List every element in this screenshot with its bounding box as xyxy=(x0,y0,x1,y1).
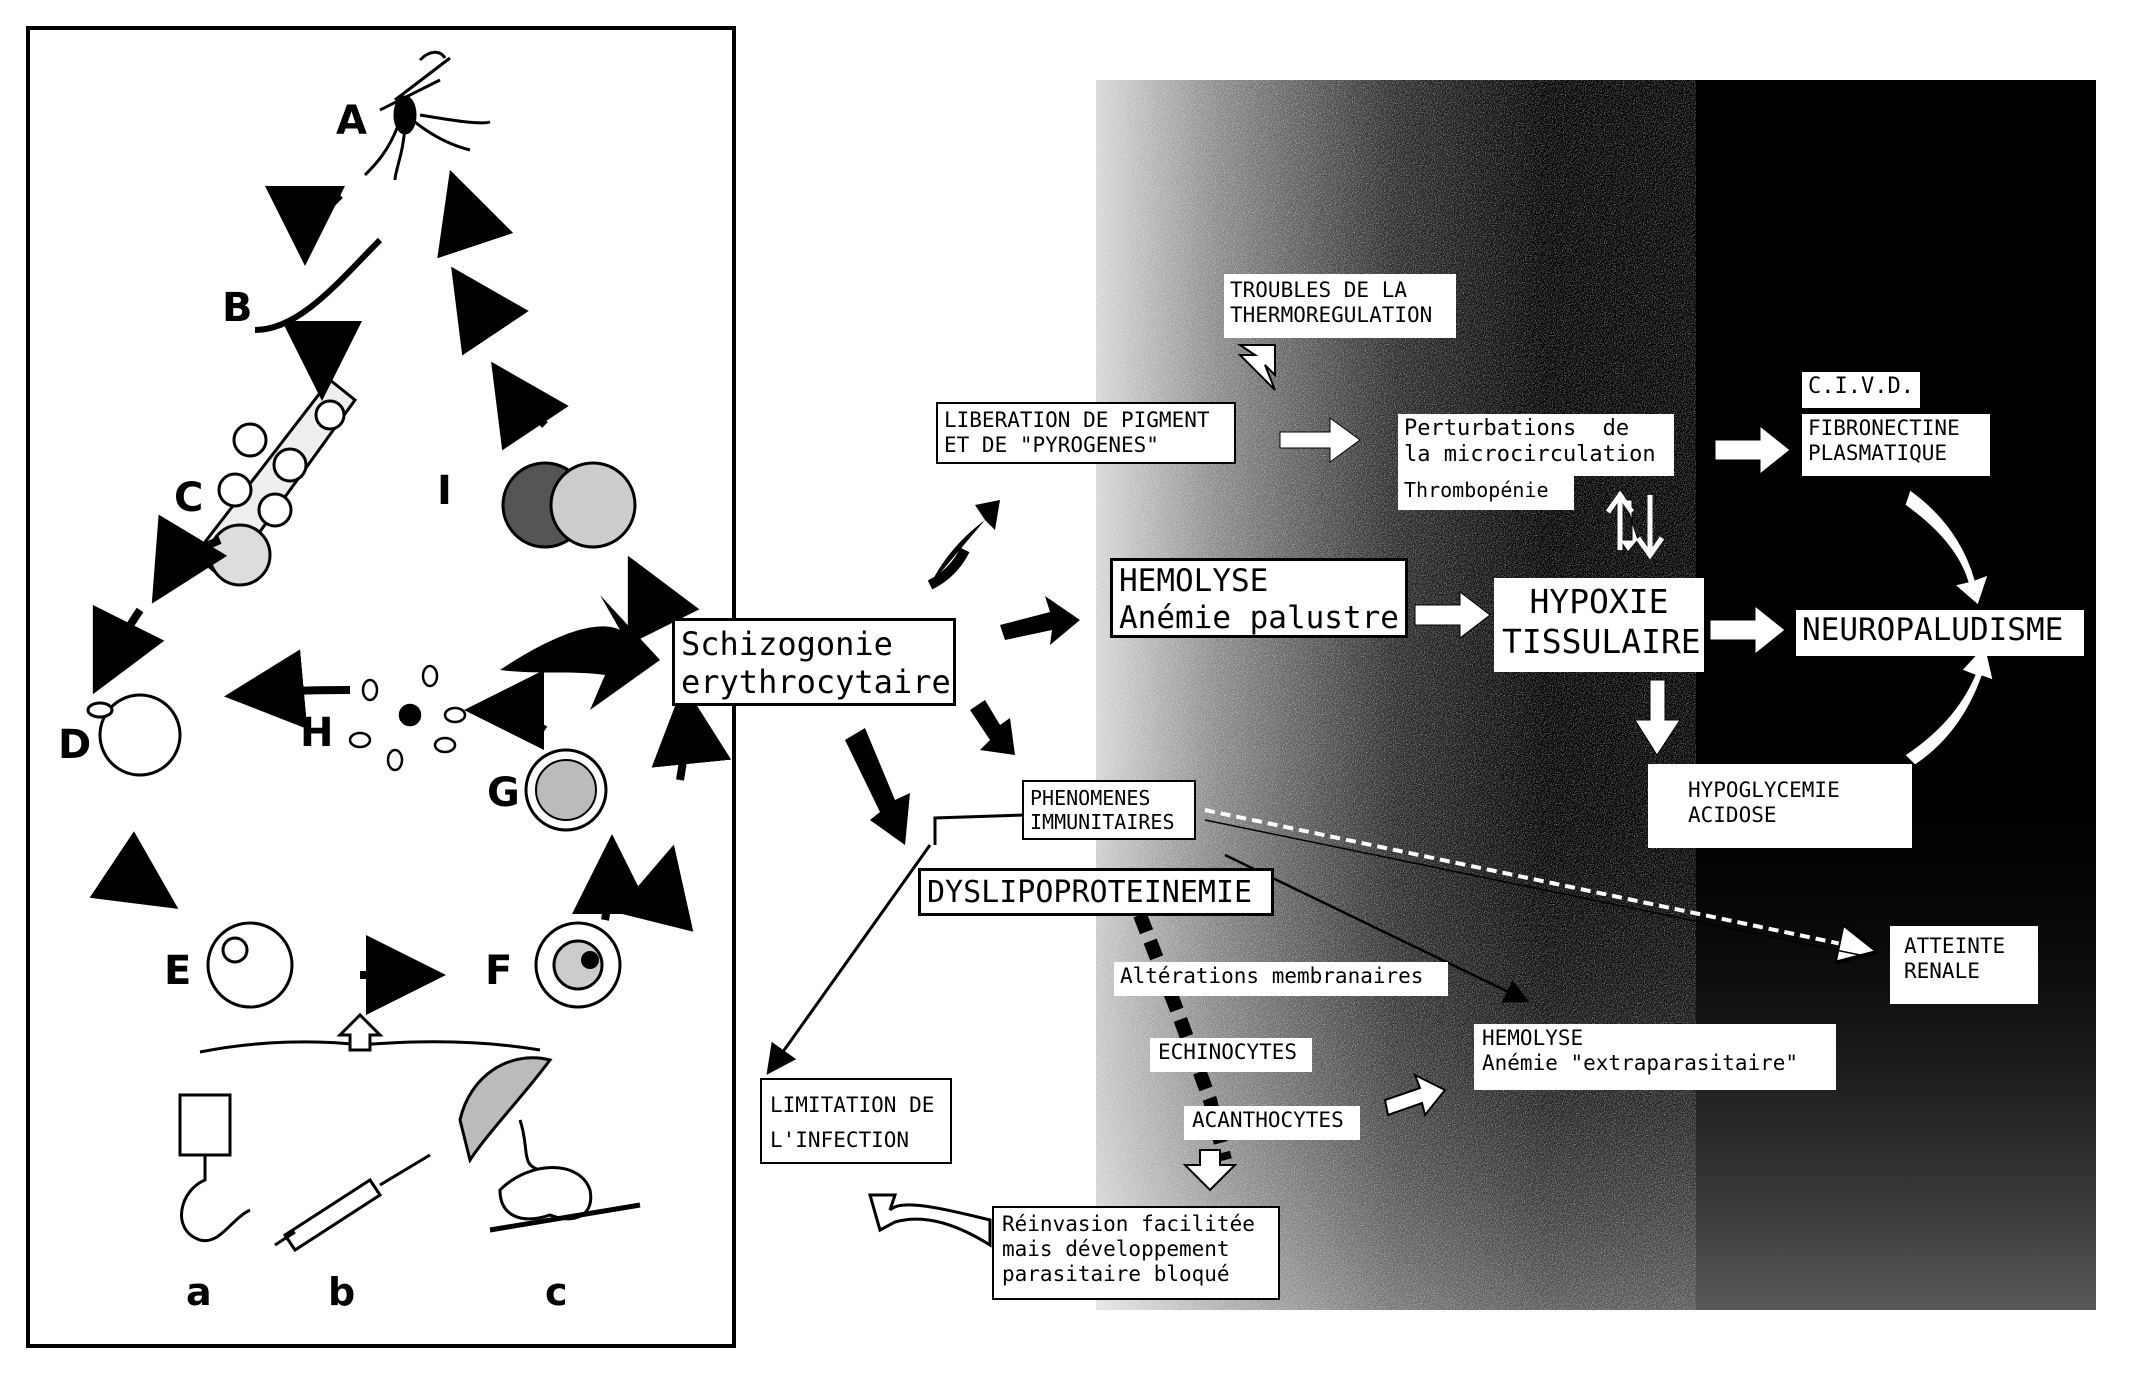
route-letter-b: b xyxy=(328,1270,356,1314)
atteinte-line xyxy=(1204,808,1870,950)
stage-letter-d: D xyxy=(58,722,92,768)
schizogonie-box: Schizogonie erythrocytaire xyxy=(672,618,956,706)
hemolyse-extraparasitaire-box: HEMOLYSE Anémie "extraparasitaire" xyxy=(1474,1024,1836,1090)
perturbations-box: Perturbations de la microcirculation xyxy=(1398,414,1674,476)
mosquito-icon xyxy=(363,50,491,181)
limitation-line xyxy=(766,844,932,1075)
stage-letter-h: H xyxy=(300,710,334,756)
thermo-arrow-icon xyxy=(1236,344,1276,391)
stage-letter-g: G xyxy=(487,770,520,816)
sporozoite-icon xyxy=(254,237,383,333)
route-letter-c: c xyxy=(545,1270,568,1314)
civd-box: C.I.V.D. xyxy=(1802,372,1920,408)
hemolyse-palustre-box: HEMOLYSE Anémie palustre xyxy=(1110,558,1408,638)
dyslipo-box: DYSLIPOPROTEINEMIE xyxy=(918,868,1274,916)
stage-letter-b: B xyxy=(222,285,253,331)
neuropaludisme-box: NEUROPALUDISME xyxy=(1796,610,2084,656)
thrombopenie-box: Thrombopénie xyxy=(1398,476,1574,510)
phenomenes-connector xyxy=(933,813,1026,845)
hypoxie-box: HYPOXIE TISSULAIRE xyxy=(1494,578,1704,672)
hemolyse2-line xyxy=(1224,853,1530,1003)
updown-arrows-icon xyxy=(1605,490,1665,560)
reinvasion-box: Réinvasion facilitée mais développement … xyxy=(992,1206,1280,1300)
cycle-arrows xyxy=(89,169,732,1015)
right-white-arrows xyxy=(1279,417,1994,766)
cell-d-icon xyxy=(98,693,182,777)
syringe-icon xyxy=(274,1153,431,1253)
acanthocytes-box: ACANTHOCYTES xyxy=(1184,1106,1360,1140)
echinocytes-box: ECHINOCYTES xyxy=(1150,1038,1312,1072)
alterations-box: Altérations membranaires xyxy=(1114,962,1448,996)
cell-e-icon xyxy=(206,921,294,1009)
liberation-box: LIBERATION DE PIGMENT ET DE "PYROGENES" xyxy=(936,402,1236,464)
center-arrows xyxy=(845,500,1080,845)
phenomenes-box: PHENOMENES IMMUNITAIRES xyxy=(1022,780,1196,840)
acanthocytes-right-arrow-icon xyxy=(1383,1072,1447,1118)
gametocytes-icon xyxy=(501,461,637,549)
up-arrow-icon xyxy=(336,1012,384,1052)
hypoglycemie-box: HYPOGLYCEMIE ACIDOSE xyxy=(1648,764,1912,848)
acanthocytes-down-arrow-icon xyxy=(1182,1149,1238,1192)
atteinte-line-2 xyxy=(1204,819,1861,956)
placenta-fetus-icon xyxy=(458,1056,641,1233)
big-curved-arrow-icon xyxy=(500,595,660,710)
reinvasion-arrow-icon xyxy=(868,1193,992,1248)
stage-letter-f: F xyxy=(485,948,513,994)
stage-letter-e: E xyxy=(164,948,192,994)
life-cycle-panel xyxy=(26,26,736,1348)
atteinte-renale-box: ATTEINTE RENALE xyxy=(1890,926,2038,1004)
troubles-box: TROUBLES DE LA THERMOREGULATION xyxy=(1224,274,1456,338)
blood-bag-icon xyxy=(178,1093,251,1243)
stage-letter-a: A xyxy=(336,98,367,144)
stage-letter-i: I xyxy=(437,468,452,514)
merozoites-icon xyxy=(348,664,467,772)
route-letter-a: a xyxy=(186,1270,212,1314)
limitation-box: LIMITATION DE L'INFECTION xyxy=(760,1078,952,1164)
fibronectine-box: FIBRONECTINE PLASMATIQUE xyxy=(1802,414,1990,476)
stage-letter-c: C xyxy=(174,475,204,521)
center-curve-left xyxy=(927,547,970,590)
